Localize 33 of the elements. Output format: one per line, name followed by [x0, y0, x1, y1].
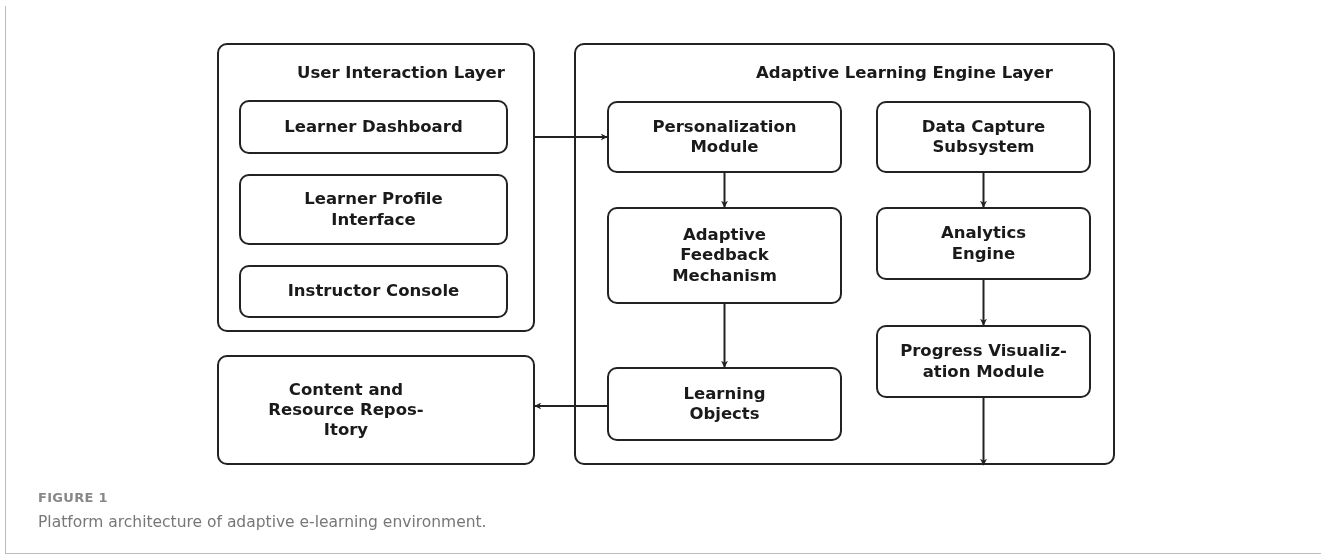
arrow — [980, 172, 987, 208]
module-label: Personalization Module — [651, 116, 798, 158]
repository-box — [217, 355, 535, 465]
arrow — [534, 402, 608, 410]
module-label: Analytics Engine — [939, 223, 1028, 264]
arrow — [980, 279, 987, 326]
module-label: Learner Dashboard — [284, 116, 463, 138]
module-label: Learner Profile Interface — [303, 189, 444, 230]
layer-panel — [574, 43, 1115, 465]
figure-caption: Platform architecture of adaptive e-learning environment. — [38, 513, 487, 531]
module-label: Adaptive Feedback Mechanism — [671, 225, 778, 286]
module-label: Progress Visualiz- ation Module — [899, 341, 1068, 382]
module-label: Learning Objects — [682, 383, 767, 425]
module-label: Data Capture Subsystem — [920, 116, 1047, 158]
module-label: Content and Resource Repos- Itory — [267, 379, 425, 441]
arrow — [721, 303, 728, 368]
module-box — [876, 101, 1091, 173]
arrow — [980, 397, 987, 466]
module-box — [607, 367, 842, 441]
arrow — [534, 133, 608, 141]
module-box — [876, 325, 1091, 398]
layer-panel — [217, 43, 535, 332]
module-box — [607, 207, 842, 304]
arrow — [721, 172, 728, 208]
figure-number: FIGURE 1 — [38, 490, 108, 505]
module-box — [607, 101, 842, 173]
layer-title: User Interaction Layer — [296, 63, 506, 84]
module-box — [239, 100, 508, 154]
module-label: Instructor Console — [287, 281, 460, 302]
module-box — [239, 174, 508, 245]
layer-title: Adaptive Learning Engine Layer — [755, 63, 1054, 84]
module-box — [239, 265, 508, 318]
module-box — [876, 207, 1091, 280]
